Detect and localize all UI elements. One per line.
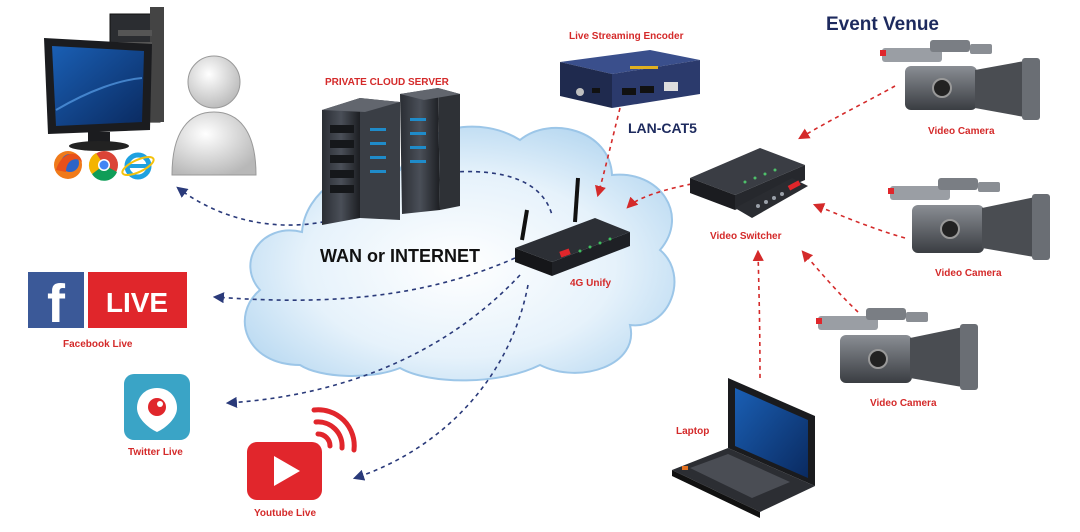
lan-cat5-label: LAN-CAT5	[628, 120, 697, 136]
youtube-icon	[247, 442, 322, 500]
camera-icon	[888, 178, 1050, 260]
camera-icon	[816, 308, 978, 390]
remote-icon	[735, 178, 808, 218]
4g-unify-label: 4G Unify	[570, 278, 612, 289]
desktop-computer-icon	[44, 7, 164, 151]
laptop-icon	[672, 378, 815, 518]
facebook-letter: f	[47, 274, 66, 334]
outbound-stream-paths	[176, 170, 553, 481]
twitter-live-label: Twitter Live	[128, 447, 183, 458]
broadcast-waves-icon	[311, 407, 357, 453]
video-camera-label-2: Video Camera	[935, 268, 1002, 279]
server-icon	[322, 88, 460, 225]
facebook-live-label: Facebook Live	[63, 339, 133, 350]
ie-icon	[121, 152, 155, 180]
camera-icon	[880, 40, 1040, 120]
router-icon	[515, 177, 630, 276]
live-badge-text: LIVE	[106, 287, 168, 318]
firefox-icon	[54, 151, 82, 179]
live-badge: LIVE	[88, 272, 187, 328]
periscope-icon	[124, 374, 190, 440]
facebook-icon: f	[28, 272, 84, 334]
event-venue-title: Event Venue	[826, 14, 939, 35]
user-icon	[171, 55, 257, 176]
video-camera-label-1: Video Camera	[928, 126, 995, 137]
switcher-icon	[690, 148, 805, 210]
encoder-icon	[560, 50, 700, 108]
private-cloud-server-label: PRIVATE CLOUD SERVER	[325, 77, 449, 88]
wan-internet-label: WAN or INTERNET	[320, 246, 480, 266]
video-switcher-label: Video Switcher	[710, 231, 782, 242]
video-camera-label-3: Video Camera	[870, 398, 937, 409]
live-streaming-encoder-label: Live Streaming Encoder	[569, 31, 684, 42]
chrome-icon	[88, 151, 118, 181]
laptop-label: Laptop	[676, 426, 710, 437]
youtube-live-label: Youtube Live	[254, 508, 317, 519]
